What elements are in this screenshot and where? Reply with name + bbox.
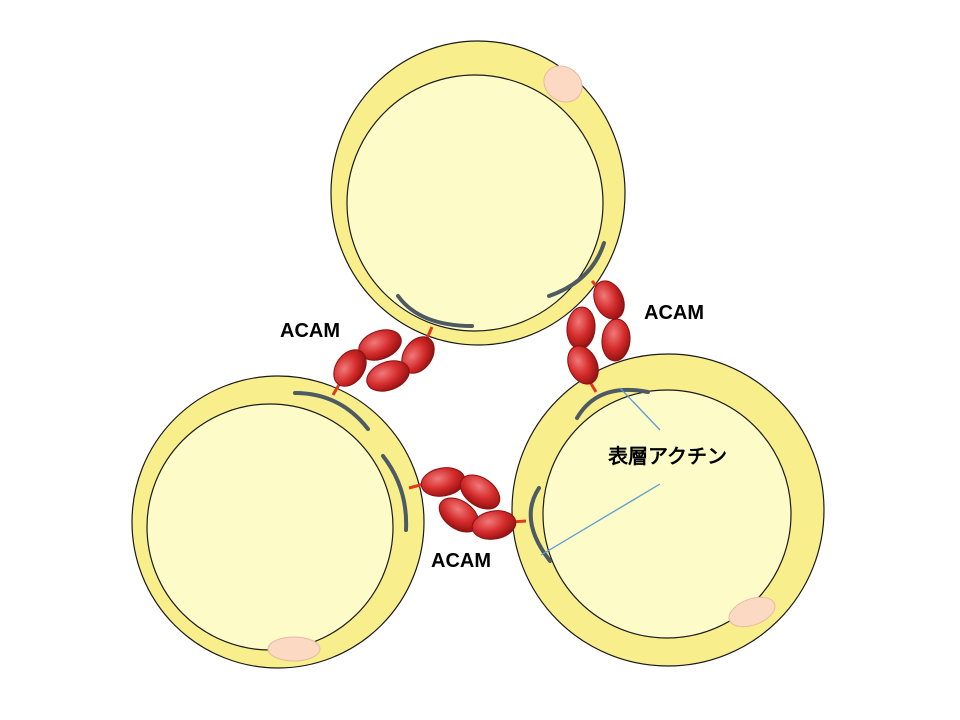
- cell-top-cortical-actin-left: [396, 294, 474, 328]
- cell-bottom-left: [131, 375, 425, 669]
- acam-domain: [333, 349, 367, 387]
- cell-bottom-right-cortical-actin-top: [575, 387, 650, 420]
- cell-bottom-right-vacuole: [728, 596, 776, 628]
- cell-top: [330, 40, 626, 346]
- cell-bottom-right: [511, 353, 825, 667]
- acam-label-top-right: ACAM: [644, 302, 704, 324]
- cell-top-cortical-actin-right: [547, 241, 606, 298]
- acam-label-top-left: ACAM: [280, 320, 340, 342]
- acam-domain: [459, 474, 501, 510]
- acam-cluster-bottom: [408, 467, 527, 540]
- acam-cluster-top-right: [566, 280, 631, 393]
- cortical-actin-label: 表層アクチン: [608, 446, 727, 468]
- cell-bottom-left-vacuole: [267, 636, 321, 662]
- acam-domain: [566, 306, 596, 350]
- acam-label-bottom: ACAM: [431, 550, 491, 572]
- acam-domain: [593, 280, 625, 320]
- cell-top-nucleus: [346, 74, 604, 332]
- cortical-actin-pointer-upper: [619, 387, 661, 431]
- cell-bottom-left-cortical-actin-top: [293, 391, 370, 431]
- acam-domain: [567, 345, 599, 385]
- acam-cluster-top-left: [331, 326, 435, 396]
- acam-domain: [366, 360, 410, 392]
- cell-bottom-right-nucleus: [542, 389, 792, 639]
- cortical-actin-pointer-lower: [540, 483, 661, 556]
- acam-domain: [601, 318, 631, 362]
- cell-bottom-left-nucleus: [146, 403, 394, 651]
- acam-domain: [420, 467, 466, 497]
- acam-domain: [471, 510, 517, 540]
- cell-top-vacuole: [543, 65, 583, 103]
- cell-bottom-left-cortical-actin-right: [381, 454, 409, 532]
